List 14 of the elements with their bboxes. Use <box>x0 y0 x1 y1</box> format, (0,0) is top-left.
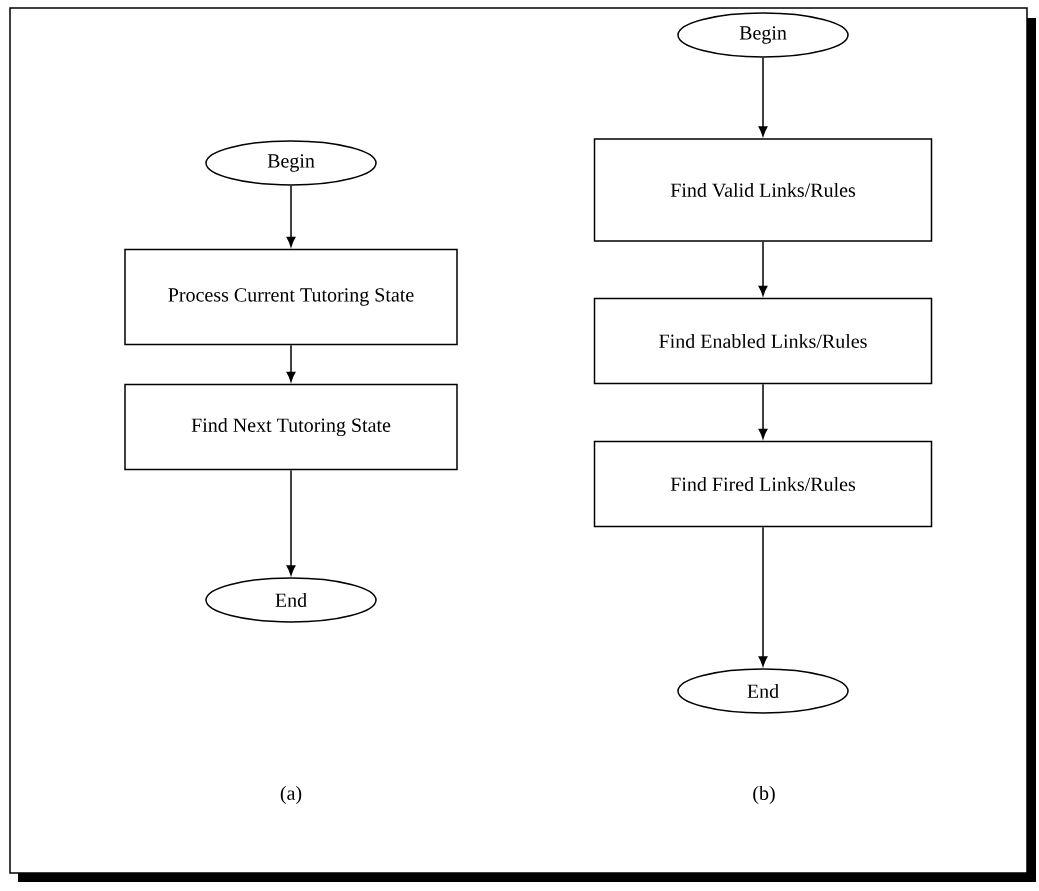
process-box: Find Enabled Links/Rules <box>593 297 933 385</box>
arrow <box>286 469 296 576</box>
arrow <box>758 241 768 296</box>
arrow <box>286 185 296 247</box>
process-box: Find Valid Links/Rules <box>593 138 933 242</box>
panel-label: (b) <box>753 785 775 805</box>
arrow <box>758 526 768 667</box>
process-box: Process Current Tutoring State <box>124 248 458 346</box>
process-box: Find Fired Links/Rules <box>593 440 933 528</box>
arrow <box>758 57 768 137</box>
arrow <box>286 344 296 382</box>
panel-label: (a) <box>280 785 302 805</box>
process-box: Find Next Tutoring State <box>124 383 458 471</box>
arrow <box>758 383 768 439</box>
